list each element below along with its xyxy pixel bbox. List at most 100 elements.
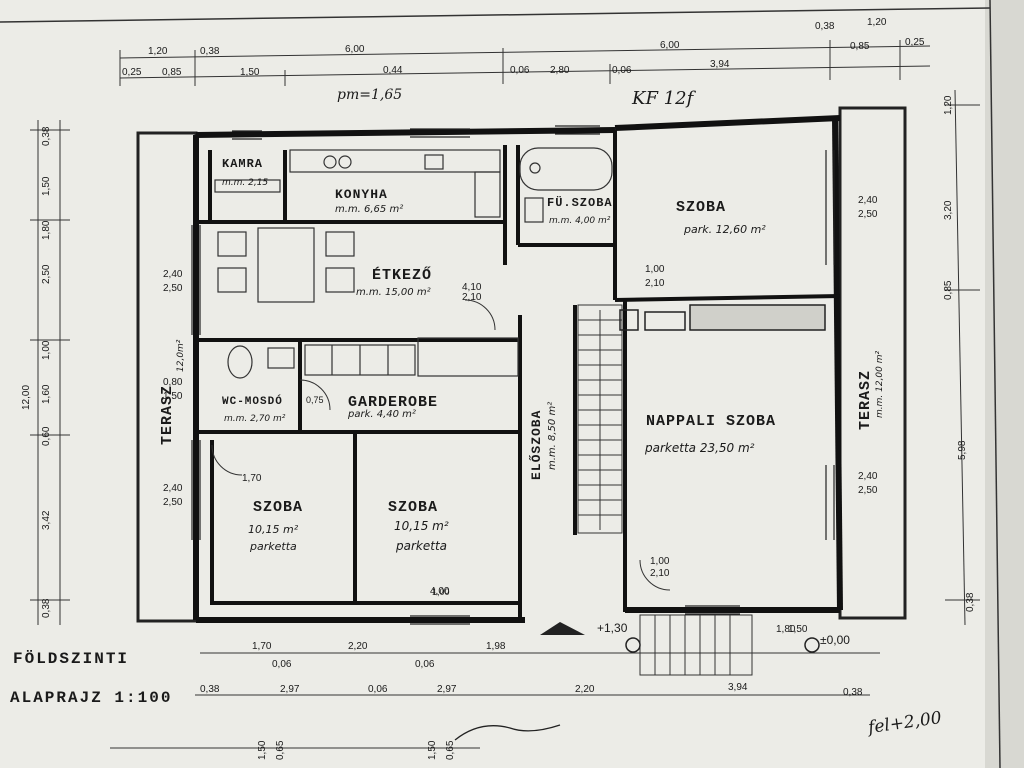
door-swings — [211, 299, 671, 591]
dim-bot-2: 0,06 — [272, 659, 292, 670]
interior-walls — [196, 130, 841, 620]
room-name-terasz-east: TERASZ — [857, 369, 874, 430]
dim-inner-2: 2,50 — [163, 283, 183, 294]
dim-left-4: 1,60 — [41, 384, 52, 404]
room-name-nappali: NAPPALI SZOBA — [646, 413, 777, 430]
dim-top2-5: 0,06 — [510, 65, 530, 76]
dim-top2-8: 3,94 — [710, 59, 730, 70]
room-area-garderobe: park. 4,40 m² — [348, 409, 416, 420]
dim-left-6: 1,00 — [41, 340, 52, 360]
dim-inner-7: 0,80 — [163, 377, 183, 388]
dim-left-9: 0,38 — [41, 598, 52, 618]
dim-inner-11: 2,50 — [858, 485, 878, 496]
room-area-wc: m.m. 2,70 m² — [224, 414, 286, 424]
dim-inner-17: 2,50 — [163, 497, 183, 508]
dim-bot-4: 0,06 — [415, 659, 435, 670]
dim-inner-14: 1,70 — [242, 473, 262, 484]
room-name-kamra: KAMRA — [222, 157, 264, 171]
dim-top-1: 1,20 — [148, 46, 168, 57]
windows — [191, 125, 835, 625]
dim-top2-9: 0,85 — [850, 41, 870, 52]
dim-top2-7: 0,06 — [612, 65, 632, 76]
kitchen-fixtures — [214, 149, 501, 218]
dim-left-7: 1,80 — [41, 220, 52, 240]
room-name-konyha: KONYHA — [335, 187, 388, 202]
dim-bot-1: 1,70 — [252, 641, 272, 652]
room-area-szoba-s: 10,15 m² — [394, 519, 449, 533]
dim-inner-9: 0,75 — [306, 395, 324, 405]
room-name-wc: WC-MOSDÓ — [222, 396, 283, 408]
dim-bot3-1: 1,50 — [257, 740, 268, 760]
dim-top2-10: 0,25 — [905, 37, 925, 48]
level-markers — [540, 622, 820, 653]
dim-inner-15: 1,00 — [432, 587, 450, 597]
dim-top2-2: 0,85 — [162, 67, 182, 78]
dim-inner-8: 1,50 — [163, 391, 183, 402]
room-area-eloszoba: m.m. 8,50 m² — [547, 401, 558, 470]
dim-inner-20: 1,00 — [650, 556, 670, 567]
dimension-lines-top — [119, 40, 931, 86]
dim-bot2-3: 0,06 — [368, 684, 388, 695]
dimension-lines-bottom — [110, 652, 880, 749]
level-entry: +1,30 — [597, 621, 628, 635]
dim-inner-22: 4,00 — [430, 586, 450, 597]
room-name-etkezo: ÉTKEZŐ — [372, 267, 433, 284]
dim-left-1: 0,38 — [41, 126, 52, 146]
dimension-lines-left — [30, 120, 70, 625]
dim-top2-3: 1,50 — [240, 67, 260, 78]
room-name-eloszoba: ELŐSZOBA — [529, 409, 544, 480]
wardrobe-cabinets — [304, 337, 519, 377]
room-name-szoba-sw: SZOBA — [253, 499, 304, 516]
dim-bot3-3: 1,50 — [427, 740, 438, 760]
room-area-konyha: m.m. 6,65 m² — [335, 204, 404, 215]
dimension-lines-right — [945, 89, 980, 626]
plan-title-line1: FÖLDSZINTI — [13, 650, 130, 668]
dim-left-3: 2,50 — [41, 264, 52, 284]
room-floor-szoba-sw: parketta — [250, 540, 297, 553]
dim-top-4: 6,00 — [660, 40, 680, 51]
dim-right-5: 0,38 — [965, 592, 976, 612]
room-area-furdoszoba: m.m. 4,00 m² — [549, 216, 611, 226]
dim-left-2: 1,50 — [41, 176, 52, 196]
dim-right-4: 5,98 — [957, 440, 968, 460]
dim-top2-1: 0,25 — [122, 67, 142, 78]
room-name-szoba-s: SZOBA — [388, 499, 439, 516]
room-area-terasz-west: 12,0m² — [176, 339, 186, 372]
handwritten-stroke — [454, 724, 561, 741]
dim-inner-19: 1,50 — [788, 624, 808, 635]
room-name-furdoszoba: FÜ.SZOBA — [547, 196, 613, 210]
handnote-pm: pm=1,65 — [337, 87, 403, 103]
dim-top2-4: 0,44 — [383, 65, 403, 76]
dim-inner-1: 2,40 — [163, 269, 183, 280]
dim-right-3: 0,85 — [943, 280, 954, 300]
room-name-szoba-ne: SZOBA — [676, 199, 727, 216]
dim-left-8: 3,42 — [41, 510, 52, 530]
plan-title-line2: ALAPRAJZ 1:100 — [10, 689, 173, 707]
wc-fixtures — [227, 345, 295, 379]
room-name-garderobe: GARDEROBE — [348, 394, 439, 411]
dim-top-2: 0,38 — [200, 46, 220, 57]
dim-inner-5: 2,40 — [858, 195, 878, 206]
dim-bot2-1: 0,38 — [200, 684, 220, 695]
room-area-szoba-sw: 10,15 m² — [248, 523, 299, 536]
room-area-nappali: parketta 23,50 m² — [645, 441, 755, 455]
dim-bot2-6: 3,94 — [728, 682, 748, 693]
dim-inner-18: 1,80 — [776, 624, 796, 635]
dim-bot2-4: 2,97 — [437, 684, 457, 695]
staircase — [577, 304, 623, 534]
page-border-top — [0, 7, 991, 23]
dim-top2-6: 2,80 — [550, 65, 570, 76]
dining-table — [217, 227, 355, 303]
dim-top-6: 1,20 — [867, 17, 887, 28]
dim-inner-4: 2,10 — [645, 278, 665, 289]
level-ground: ±0,00 — [820, 633, 850, 647]
page-border-right — [989, 0, 1001, 768]
dim-right-1: 1,20 — [943, 95, 954, 115]
dim-bot3-2: 0,65 — [275, 740, 286, 760]
bathtub — [519, 147, 613, 223]
dim-top-5: 0,38 — [815, 21, 835, 32]
dim-inner-6: 2,50 — [858, 209, 878, 220]
dim-left-10: 12,00 — [21, 384, 32, 410]
